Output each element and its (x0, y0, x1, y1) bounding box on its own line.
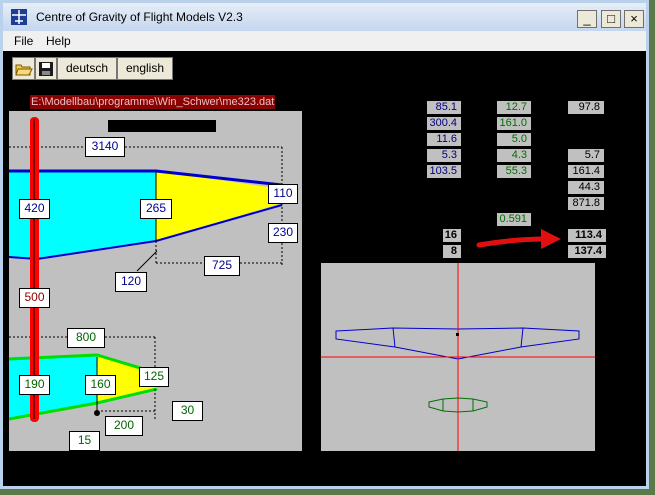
app-window: Centre of Gravity of Flight Models V2.3 … (0, 0, 649, 489)
open-folder-button[interactable] (12, 57, 35, 80)
result-value: 11.6 (427, 133, 461, 146)
window-title: Centre of Gravity of Flight Models V2.3 (36, 10, 243, 24)
result-value: 85.1 (427, 101, 461, 114)
result-value: 0.591 (497, 213, 531, 226)
cg-input-a: 16 (443, 229, 461, 242)
cg-input-b: 8 (443, 245, 461, 258)
title-bar: Centre of Gravity of Flight Models V2.3 … (3, 3, 646, 31)
result-value: 4.3 (497, 149, 531, 162)
wing-root-chord-label[interactable]: 420 (19, 199, 50, 219)
wing-tip-offset-label[interactable]: 230 (268, 223, 298, 243)
menu-file[interactable]: File (14, 34, 34, 48)
result-value: 161.4 (568, 165, 604, 178)
cg-result-a: 113.4 (568, 229, 606, 242)
planform-drawing (9, 117, 283, 422)
wing-diagram-panel: 3140 420 265 110 230 120 725 500 800 190… (9, 111, 302, 451)
result-value: 5.0 (497, 133, 531, 146)
close-button[interactable]: × (624, 10, 644, 28)
german-language-button[interactable]: deutsch (57, 57, 117, 80)
result-value: 5.3 (427, 149, 461, 162)
result-value: 300.4 (427, 117, 461, 130)
preview-drawing (321, 263, 595, 451)
minimize-button[interactable]: _ (577, 10, 597, 28)
red-arrow-icon (476, 229, 561, 249)
result-value: 44.3 (568, 181, 604, 194)
result-value: 97.8 (568, 101, 604, 114)
maximize-button[interactable]: □ (601, 10, 621, 28)
save-button[interactable] (35, 57, 57, 80)
tail-tip-chord-label[interactable]: 125 (139, 367, 169, 387)
tail-outer-span-label[interactable]: 200 (105, 416, 143, 436)
wing-span-label[interactable]: 3140 (85, 137, 125, 157)
menu-bar: File Help (3, 31, 646, 51)
result-value: 161.0 (497, 117, 531, 130)
tail-root-chord-label[interactable]: 190 (19, 375, 50, 395)
aircraft-preview-panel (321, 263, 595, 451)
tail-span-label[interactable]: 800 (67, 328, 105, 348)
app-icon (11, 9, 27, 25)
wing-inner-span-label[interactable]: 120 (115, 272, 147, 292)
tail-inner-span-label[interactable]: 15 (69, 431, 100, 451)
wing-outer-span-label[interactable]: 725 (204, 256, 240, 276)
wing-mid-chord-label[interactable]: 265 (140, 199, 172, 219)
wing-tip-chord-label[interactable]: 110 (268, 184, 298, 204)
english-language-button[interactable]: english (117, 57, 173, 80)
file-path-label: E:\Modellbau\programme\Win_Schwer\me323.… (30, 95, 276, 109)
tail-mid-chord-label[interactable]: 160 (85, 375, 116, 395)
cg-result-b: 137.4 (568, 245, 606, 258)
result-value: 871.8 (568, 197, 604, 210)
tail-tip-offset-label[interactable]: 30 (172, 401, 203, 421)
folder-open-icon (14, 64, 33, 76)
floppy-disk-icon (39, 62, 53, 76)
result-value: 103.5 (427, 165, 461, 178)
wing-tail-distance-label[interactable]: 500 (19, 288, 50, 308)
result-value: 12.7 (497, 101, 531, 114)
result-value: 5.7 (568, 149, 604, 162)
result-value: 55.3 (497, 165, 531, 178)
menu-help[interactable]: Help (46, 34, 71, 48)
